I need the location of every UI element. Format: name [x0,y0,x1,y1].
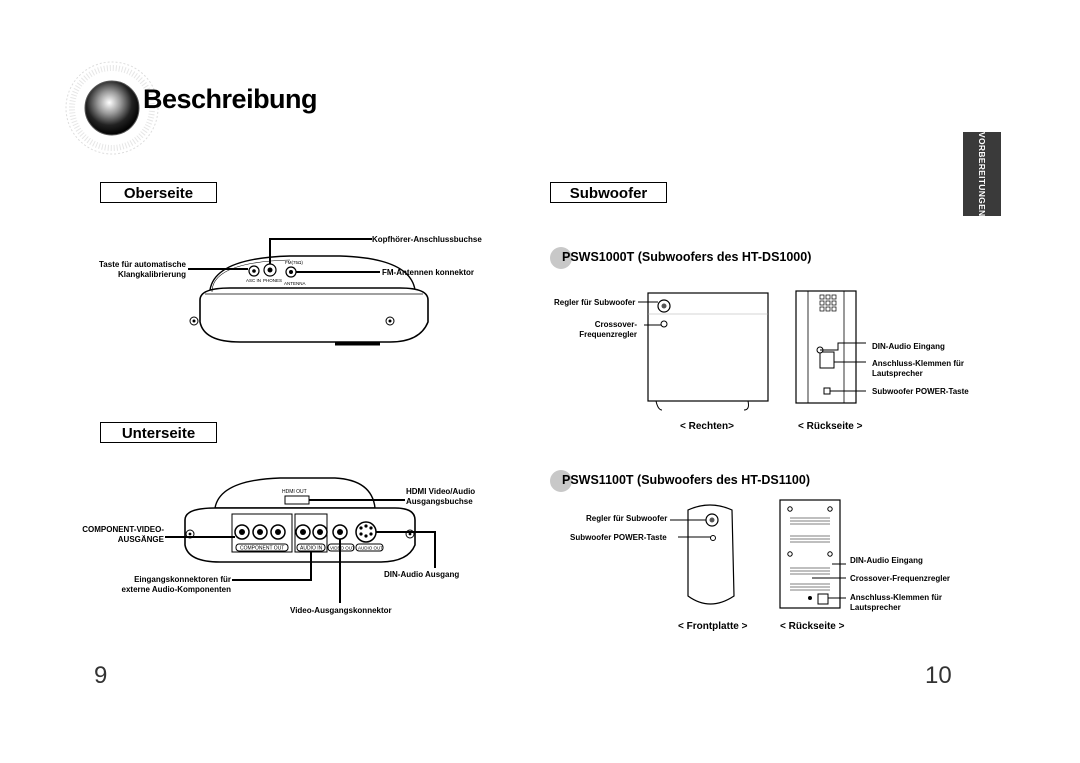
label-auto-calibration: Taste für automatische Klangkalibrierung [94,260,186,280]
ws1000-label-klemmen: Anschluss-Klemmen für Lautsprecher [872,359,964,379]
subwoofer-heading: Subwoofer [550,182,667,203]
ws1000-label-crossover: Crossover- Frequenzregler [575,320,637,340]
ws1100-label-power: Subwoofer POWER-Taste [570,533,667,542]
ws1100-caption-rueckseite: < Rückseite > [780,621,845,632]
oberseite-heading: Oberseite [100,182,217,203]
ws1000-label-power: Subwoofer POWER-Taste [872,387,969,396]
label-inputs-line1: Eingangskonnektoren für [134,575,231,584]
oberseite-diagram: ASC IN PHONES FM(75Ω) ANTENNA [160,230,480,360]
label-headphone-jack: Kopfhörer-Anschlussbuchse [372,235,482,244]
ws1000-klemmen-line2: Lautsprecher [872,369,923,378]
label-hdmi: HDMI Video/Audio Ausgangsbuchse [406,487,475,507]
page-number-right: 10 [925,662,952,689]
ws1000-klemmen-line1: Anschluss-Klemmen für [872,359,965,368]
ws1100-klemmen-line2: Lautsprecher [850,603,901,612]
ws1000-caption-rueckseite: < Rückseite > [798,421,863,432]
ws1100-label-klemmen: Anschluss-Klemmen für Lautsprecher [850,593,942,613]
ws1000-diagram [630,288,870,413]
component-out-text: COMPONENT OUT [240,546,284,552]
label-auto-calibration-line1: Taste für automatische [99,260,186,269]
video-out-text: VIDEO OUT [330,546,355,551]
ws1000-heading: PSWS1000T (Subwoofers des HT-DS1000) [550,247,812,269]
label-component-video: COMPONENT-VIDEO- AUSGÄNGE [80,525,164,545]
unterseite-diagram: HDMI OUT COMPONENT OUT AUDIO IN VIDEO OU… [160,470,460,615]
phones-text: PHONES [263,278,282,283]
asc-in-text: ASC IN [246,278,261,283]
ws1000-label-regler: Regler für Subwoofer [554,298,636,307]
label-component-line2: AUSGÄNGE [117,535,164,544]
ws1000-crossover-line1: Crossover- [594,320,637,329]
ws1000-crossover-line2: Frequenzregler [579,330,637,339]
ws1100-caption-front: < Frontplatte > [678,621,748,632]
label-video-out: Video-Ausgangskonnektor [290,606,392,615]
label-auto-calibration-line2: Klangkalibrierung [117,270,186,279]
audio-in-text: AUDIO IN [300,546,323,552]
hdmi-out-text: HDMI OUT [282,489,307,495]
label-input-connectors: Eingangskonnektoren für externe Audio-Ko… [98,575,231,595]
fm-text: FM(75Ω) [285,260,303,265]
label-hdmi-line2: Ausgangsbuchse [406,497,473,506]
label-component-line1: COMPONENT-VIDEO- [82,525,164,534]
ws1100-heading-text: PSWS1100T (Subwoofers des HT-DS1100) [562,473,810,487]
page-title: Beschreibung [143,84,318,114]
section-side-tab: VORBEREITUNGEN [963,132,1001,216]
ws1100-label-din: DIN-Audio Eingang [850,556,923,565]
ws1100-label-crossover: Crossover-Frequenzregler [850,574,951,583]
ws1100-klemmen-line1: Anschluss-Klemmen für [850,593,943,602]
speaker-logo [62,58,162,158]
ws1000-caption-rechten: < Rechten> [680,421,734,432]
label-fm-antenna: FM-Antennen konnektor [382,268,474,277]
ws1000-heading-text: PSWS1000T (Subwoofers des HT-DS1000) [562,250,812,264]
label-hdmi-line1: HDMI Video/Audio [406,487,476,496]
label-inputs-line2: externe Audio-Komponenten [121,585,231,594]
antenna-text: ANTENNA [284,281,306,286]
ws1100-heading: PSWS1100T (Subwoofers des HT-DS1100) [550,470,810,492]
ws1100-diagram [660,496,860,616]
ws1000-label-din: DIN-Audio Eingang [872,342,945,351]
unterseite-heading: Unterseite [100,422,217,443]
page-number-left: 9 [94,662,108,689]
ws1100-label-regler: Regler für Subwoofer [586,514,668,523]
label-din-audio-out: DIN-Audio Ausgang [384,570,460,579]
audio-out-text: AUDIO OUT [358,546,383,551]
